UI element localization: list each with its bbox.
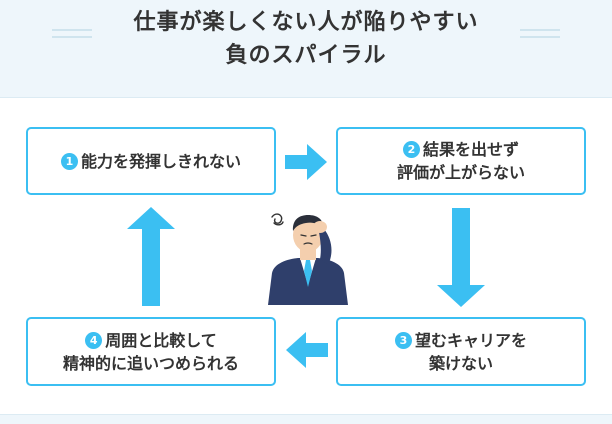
- title-decoration-right: [520, 36, 560, 38]
- arrow-up-icon: [127, 207, 175, 306]
- step-line: 精神的に追いつめられる: [62, 353, 239, 373]
- troubled-businessman-icon: [268, 213, 348, 305]
- step-number-badge: 2: [402, 141, 420, 158]
- step-label: 周囲と比較して: [105, 330, 217, 350]
- arrow-right-icon: [285, 144, 327, 180]
- step-label: 結果を出せず: [422, 140, 519, 159]
- header-band: 仕事が楽しくない人が陥りやすい 負のスパイラル: [0, 0, 612, 98]
- step-number-badge: 1: [60, 152, 78, 170]
- step-label: 望むキャリアを: [414, 330, 527, 350]
- step-label: 能力を発揮しきれない: [80, 151, 241, 171]
- footer-band: [0, 414, 612, 424]
- step-number-badge: 4: [85, 331, 103, 349]
- title-line-1: 仕事が楽しくない人が陥りやすい: [133, 10, 479, 35]
- arrow-down-icon: [437, 208, 485, 307]
- step-line: 築けない: [428, 353, 493, 373]
- step-line: 評価が上がらない: [396, 163, 525, 182]
- step-number-badge: 3: [394, 331, 412, 349]
- title-decoration-left: [52, 36, 92, 38]
- page-title: 仕事が楽しくない人が陥りやすい 負のスパイラル: [0, 6, 612, 72]
- arrow-left-icon: [286, 332, 328, 368]
- title-line-2: 負のスパイラル: [225, 43, 387, 68]
- title-decoration-left: [52, 29, 92, 31]
- title-decoration-right: [520, 29, 560, 31]
